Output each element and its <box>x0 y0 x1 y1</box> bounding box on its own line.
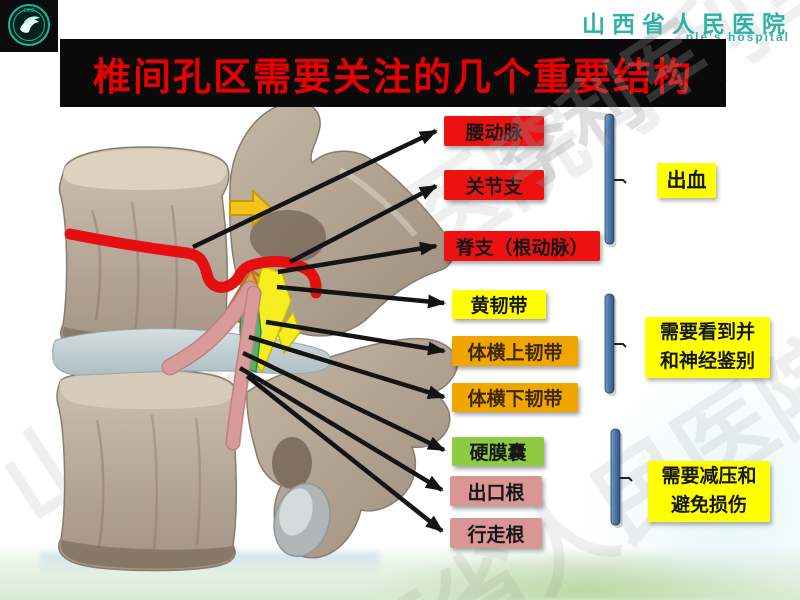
note-line: 需要看到并 <box>659 322 755 343</box>
lower-posterior-arch <box>246 337 459 559</box>
hospital-name: 山西省人民医院 <box>582 12 792 37</box>
arrow-to-spinal-branch <box>277 241 438 275</box>
bracket-tick-decompress <box>620 477 633 482</box>
arrow-to-exiting-root <box>238 366 444 492</box>
bracket-bar-decompress <box>610 428 621 526</box>
supra-transverse-ligament-label: 体横上韧带 <box>452 336 578 366</box>
note-line: 需要减压和 <box>661 466 757 487</box>
arrow-to-traversing-root <box>245 374 444 533</box>
infra-transverse-ligament-label: 体横下韧带 <box>452 383 578 412</box>
bleeding-note-box: 出血 <box>657 163 716 198</box>
traversing-root-label: 行走根 <box>450 518 542 548</box>
hospital-logo: 1953 <box>0 0 58 52</box>
dural-sac-label: 硬膜囊 <box>452 437 544 466</box>
identify-nerve-note-box: 需要看到并 和神经鉴别 <box>645 317 770 378</box>
arrow-to-supra-ligament <box>265 319 446 356</box>
bracket-bar-bleeding <box>604 113 615 245</box>
arrow-to-lumbar-artery <box>192 128 438 250</box>
dove-emblem-icon: 1953 <box>8 4 50 46</box>
exiting-root-label: 出口根 <box>450 476 542 506</box>
arrow-to-ligamentum-flavum <box>276 284 446 309</box>
articular-branch-label: 关节支 <box>444 170 544 200</box>
nerve-roots-shape <box>161 280 262 451</box>
bracket-tick-identify <box>614 343 627 348</box>
note-line: 和神经鉴别 <box>659 350 755 372</box>
note-line: 出血 <box>666 169 707 192</box>
bracket-bar-identify <box>604 293 615 394</box>
spinal-branch-label: 脊支（根动脉） <box>444 231 600 261</box>
arrow-to-infra-ligament <box>248 334 446 400</box>
decompress-note-box: 需要减压和 避免损伤 <box>648 461 770 522</box>
lower-vertebra-body <box>56 369 238 572</box>
svg-text:1953: 1953 <box>23 8 34 14</box>
bracket-bars <box>604 113 633 528</box>
arrow-to-articular-branch <box>288 184 438 264</box>
bracket-tick-bleeding <box>614 179 627 184</box>
page-title: 椎间孔区需要关注的几个重要结构 <box>92 56 693 99</box>
title-banner: 椎间孔区需要关注的几个重要结构 <box>60 39 726 107</box>
lumbar-artery-label: 腰动脉 <box>444 116 544 146</box>
arrow-to-dural-sac <box>242 350 446 453</box>
ligamentum-flavum-label: 黄韧带 <box>452 290 546 319</box>
note-line: 避免损伤 <box>670 494 747 516</box>
